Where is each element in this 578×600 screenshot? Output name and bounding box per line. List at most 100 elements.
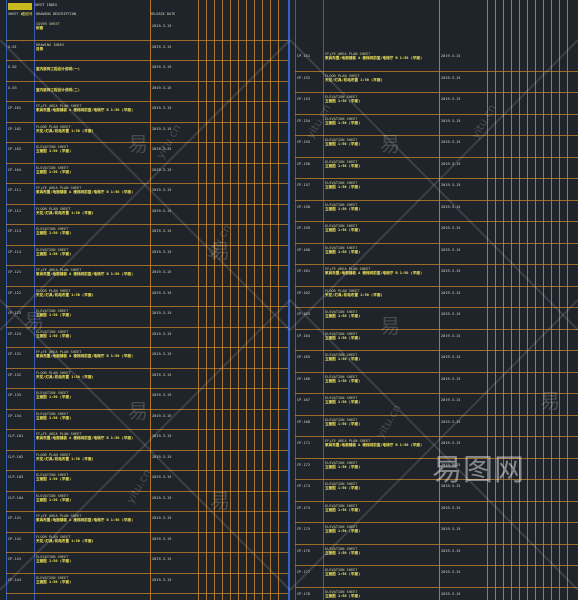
sheet-number: CP-163: [297, 312, 310, 316]
sheet-english-title: ELEVATION SHEET: [325, 181, 358, 185]
grid-column-line: [551, 0, 552, 600]
release-date: 2019-3-15: [441, 226, 461, 230]
sheet-number: CP-104: [8, 167, 21, 172]
row-divider: [6, 121, 289, 123]
release-date: 2019-3-15: [152, 65, 172, 69]
row-divider: [295, 350, 578, 351]
grid-column-line: [278, 0, 279, 600]
grid-column-line: [230, 0, 231, 600]
grid-column-line: [527, 0, 528, 600]
sheet-chinese-title: 家具布置/地面铺装 A 楼梯间前室/电梯厅 B 1:50 (平面): [325, 56, 423, 61]
release-date: 2019-3-15: [441, 462, 461, 467]
sheet-number: CP-101: [8, 106, 21, 110]
row-divider: [6, 60, 289, 61]
sheet-chinese-title: 立面图 1:50 (平面): [36, 477, 72, 482]
grid-column-line: [270, 0, 271, 600]
sheet-english-title: ELEVATION SHEET: [325, 224, 358, 228]
sheet-english-title: ELEVATION SHEET: [325, 331, 358, 336]
sheet-number: CP-161: [297, 269, 310, 273]
grid-column-line: [222, 0, 223, 600]
sheet-chinese-title: 立面图 1:50 (平面): [325, 142, 361, 147]
sheet-chinese-title: 立面图 1:50 (平面): [325, 486, 361, 491]
row-divider: [6, 572, 289, 574]
row-divider: [6, 306, 289, 307]
release-date: 2019-3-15: [152, 270, 172, 274]
sheet-english-title: ELEVATION SHEET: [36, 227, 69, 231]
row-divider: [6, 101, 289, 102]
sheet-chinese-title: 家具布置/地面铺装 A 楼梯间前室/电梯厅 B 1:50 (平面): [36, 518, 134, 523]
sheet-chinese-title: 家具布置/地面铺装 A 楼梯间前室/电梯厅 B 1:50 (平面): [36, 436, 134, 441]
sheet-number: CLP-102: [8, 454, 24, 459]
col-head-number: 图纸号: [22, 12, 33, 16]
row-divider: [295, 221, 578, 222]
row-divider: [295, 543, 578, 545]
release-date: 2019-3-15: [152, 147, 172, 151]
release-date: 2019-3-15: [152, 434, 172, 438]
sheet-number: CP-141: [8, 516, 21, 520]
release-date: 2019-3-15: [441, 140, 461, 144]
release-date: 2019-3-15: [441, 312, 461, 316]
row-divider: [6, 224, 289, 225]
row-divider: [6, 367, 289, 369]
grid-column-line: [487, 0, 488, 600]
sheet-english-title: FF+FE AREA PLAN SHEET: [36, 514, 82, 518]
sheet-chinese-title: 家具布置/地面铺装 A 楼梯间前室/电梯厅 B 1:50 (平面): [325, 271, 423, 276]
sheet-chinese-title: 立面图 1:50 (平面): [325, 464, 361, 469]
release-date: 2019-3-15: [441, 183, 461, 187]
sheet-english-title: FLOOR PLAN SHEET: [36, 370, 71, 375]
sheet-english-title: FF+FE AREA PLAN SHEET: [36, 432, 82, 436]
sheet-chinese-title: 立面图 1:50 (平面): [325, 507, 361, 512]
grid-column-line: [495, 0, 496, 600]
sheet-number: CLP-101: [8, 434, 24, 438]
sheet-number: CP-162: [297, 290, 310, 295]
row-divider: [6, 511, 289, 512]
sheet-number: CP-143: [8, 557, 21, 561]
release-date: 2019-3-15: [152, 311, 172, 315]
sheet-chinese-title: 立面图 1:50 (平面): [325, 99, 361, 104]
sheet-number: CP-171: [297, 441, 310, 445]
sheet-number: CP-159: [297, 226, 310, 230]
row-divider: [6, 388, 289, 389]
sheet-english-title: FLOOR PLAN SHEET: [36, 206, 71, 211]
release-date: 2019-3-15: [441, 97, 461, 101]
row-divider: [295, 436, 578, 437]
sheet-english-title: FF+FE AREA PLAN SHEET: [36, 350, 82, 354]
sheet-chinese-title: 立面图 1:50 (平面): [325, 593, 361, 598]
sheet-english-title: ELEVATION SHEET: [325, 95, 358, 99]
sheet-chinese-title: 家具布置/地面铺装 A 楼梯间前室/电梯厅 B 1:50 (平面): [36, 272, 134, 277]
sheet-number: CP-134: [8, 413, 21, 418]
sheet-chinese-title: 立面图 1:50 (平面): [325, 529, 361, 534]
release-date: 2019-3-15: [152, 188, 172, 192]
sheet-number: G-01: [8, 44, 17, 49]
sheet-number: CP-156: [297, 161, 310, 166]
release-date: 2019-3-15: [152, 352, 172, 356]
sheet-english-title: ELEVATION SHEET: [325, 374, 358, 379]
sheet-english-title: ELEVATION SHEET: [325, 589, 358, 594]
sheet-number: CP-176: [297, 548, 310, 553]
sheet-chinese-title: 立面图 1:50 (平面): [325, 206, 361, 211]
release-date: 2019-3-15: [152, 577, 172, 582]
release-date: 2019-3-15: [441, 484, 461, 488]
sheet-number: CP-142: [8, 536, 21, 541]
grid-column-line: [198, 0, 199, 600]
release-date: 2019-3-15: [441, 333, 461, 338]
row-divider: [6, 347, 289, 348]
sheet-english-title: FF+FE AREA PLAN SHEET: [36, 186, 82, 190]
